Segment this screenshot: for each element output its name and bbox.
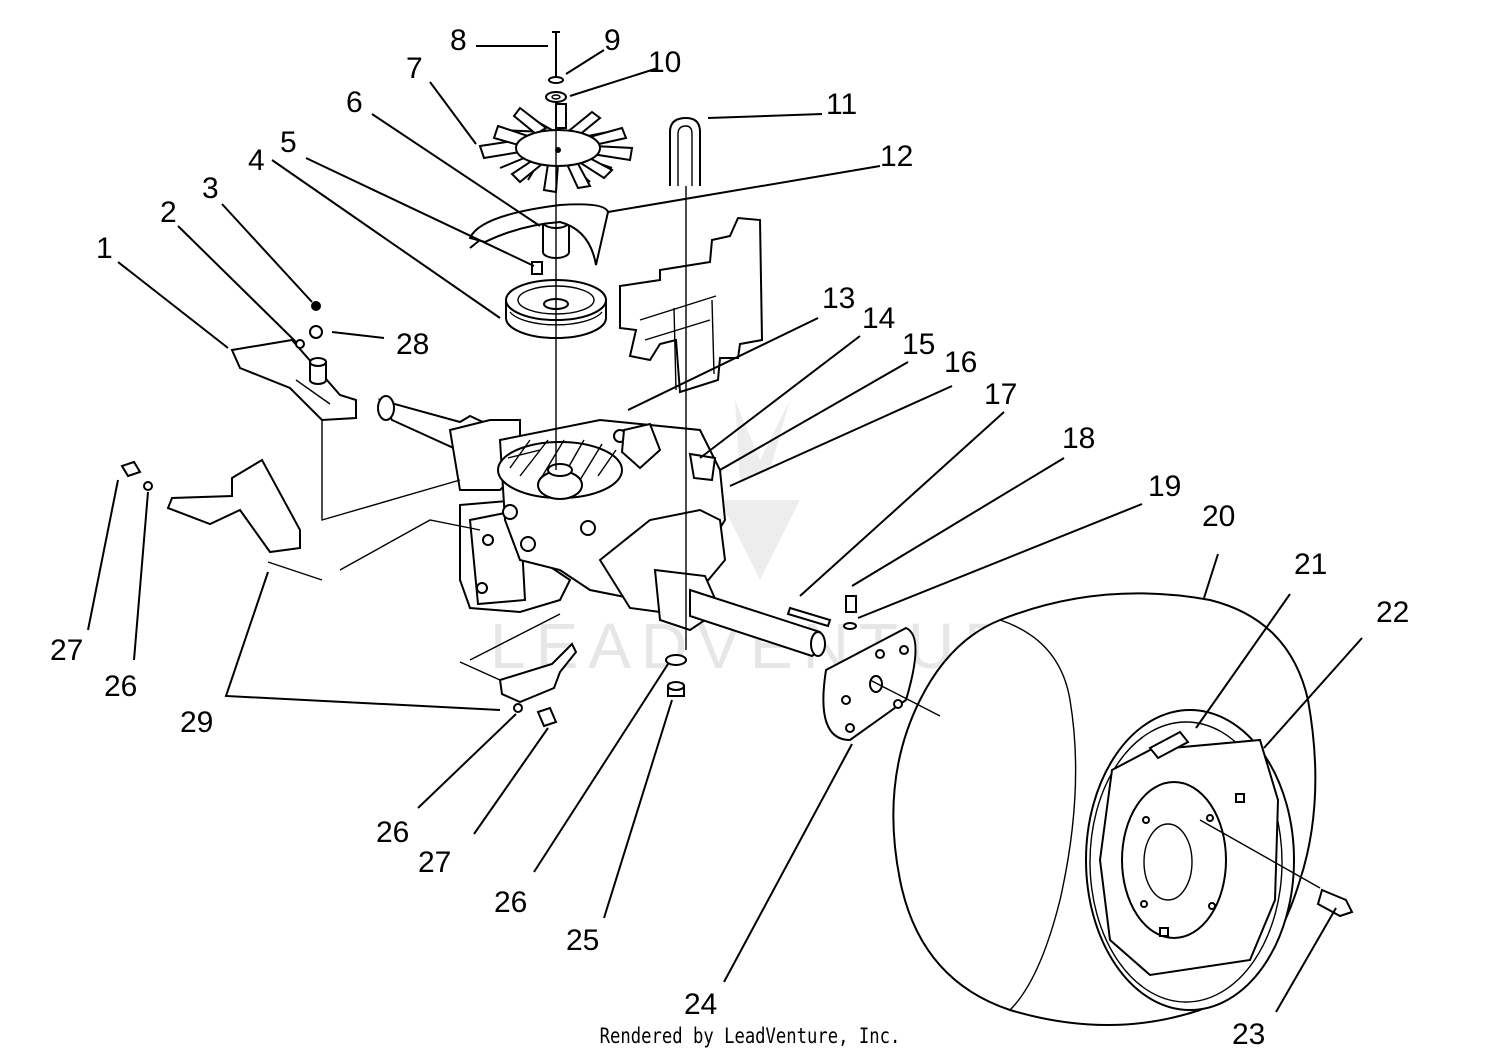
callout-13: 13: [822, 282, 855, 315]
callout-29: 29: [180, 706, 213, 739]
leader-lines: [87, 45, 1363, 1013]
frame-bracket-part: [619, 216, 764, 394]
wheel-part: [892, 592, 1354, 1026]
callout-18: 18: [1062, 422, 1095, 455]
callout-19: 19: [1148, 470, 1181, 503]
callout-1: 1: [96, 232, 113, 265]
callout-8: 8: [450, 24, 467, 57]
callout-27: 27: [50, 634, 83, 667]
axle-key-part: [786, 595, 857, 630]
lower-bracket-part: [498, 642, 578, 728]
callout-5: 5: [280, 126, 297, 159]
key-part: [531, 261, 543, 275]
fan-part: [478, 103, 634, 194]
callout-26: 26: [104, 670, 137, 703]
callout-27: 27: [418, 846, 451, 879]
callout-22: 22: [1376, 596, 1409, 629]
callout-26: 26: [494, 886, 527, 919]
bolt-part: [545, 31, 567, 103]
callout-9: 9: [604, 24, 621, 57]
axle-washers-part: [665, 654, 687, 697]
hub-part: [822, 626, 917, 742]
callout-7: 7: [406, 52, 423, 85]
callout-21: 21: [1294, 548, 1327, 581]
control-arm-part: [230, 301, 357, 422]
callout-24: 24: [684, 988, 717, 1021]
callout-6: 6: [346, 86, 363, 119]
callout-15: 15: [902, 328, 935, 361]
callout-26: 26: [376, 816, 409, 849]
callout-25: 25: [566, 924, 599, 957]
credit-text: Rendered by LeadVenture, Inc.: [599, 1024, 901, 1048]
parts: [120, 31, 1354, 1026]
callout-16: 16: [944, 346, 977, 379]
callout-10: 10: [648, 46, 681, 79]
callout-28: 28: [396, 328, 429, 361]
assembly-lines: [267, 120, 1321, 889]
u-bolt-part: [669, 116, 701, 186]
callout-17: 17: [984, 378, 1017, 411]
left-bracket-part: [120, 458, 301, 554]
callout-12: 12: [880, 140, 913, 173]
watermark-logo: [720, 400, 800, 580]
callout-3: 3: [202, 172, 219, 205]
callout-23: 23: [1232, 1018, 1265, 1051]
callout-11: 11: [826, 88, 857, 121]
belt-guard-part: [468, 203, 610, 266]
callout-4: 4: [248, 144, 265, 177]
callout-2: 2: [160, 196, 177, 229]
callout-labels: 1 2 3 4 5 6 7 8 9 10 11 12 13 14 15 16 1…: [50, 24, 1409, 1051]
callout-20: 20: [1202, 500, 1235, 533]
callout-14: 14: [862, 302, 895, 335]
